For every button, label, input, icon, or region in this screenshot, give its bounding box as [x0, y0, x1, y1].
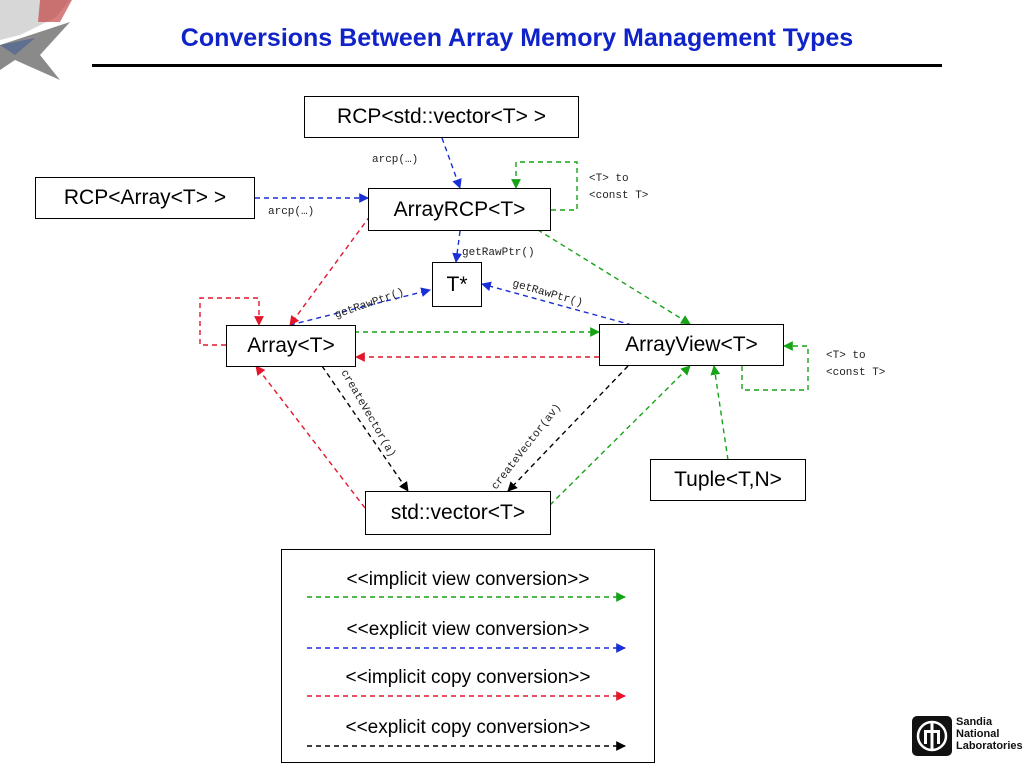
edge-arrayview-to-tptr [481, 281, 633, 326]
edge-arrayrcp-to-array [289, 215, 371, 326]
label-getrawptr-array: getRawPtr() [333, 287, 406, 322]
edge-rcpvector-to-arrayrcp [441, 137, 462, 189]
sandia-logo-text: Sandia National Laboratories [956, 716, 1023, 752]
edge-stdvector-to-array [255, 365, 366, 509]
legend-lines [307, 592, 626, 751]
edge-arrayrcp-to-tptr [452, 230, 462, 263]
label-arcp-vector: arcp(…) [372, 154, 418, 166]
edge-array-to-stdvector [321, 365, 409, 492]
edge-tuple-to-arrayview [710, 365, 729, 461]
node-array: Array<T> [226, 325, 356, 367]
node-array-rcp: ArrayRCP<T> [368, 188, 551, 231]
label-getrawptr-view: getRawPtr() [511, 278, 584, 310]
label-createvector-a: createVector(a) [338, 368, 398, 460]
legend-explicit-copy-label: <<explicit copy conversion>> [345, 717, 591, 738]
edge-arrayrcp-to-arrayview [529, 224, 691, 325]
logo-line3: Laboratories [956, 740, 1023, 752]
edge-arrayrcp-self-loop [511, 161, 578, 211]
node-std-vector: std::vector<T> [365, 491, 551, 535]
sandia-thunderbird-icon [912, 716, 952, 756]
node-rcp-vector: RCP<std::vector<T> > [304, 96, 579, 138]
arrayview-note-line2: <const T> [826, 367, 886, 379]
legend-implicit-view-label: <<implicit view conversion>> [346, 569, 590, 590]
label-arcp-array: arcp(…) [268, 206, 314, 218]
edge-stdvector-to-arrayview [549, 365, 691, 506]
edge-array-to-tptr [289, 287, 431, 326]
label-getrawptr-rcp: getRawPtr() [462, 247, 535, 259]
edge-array-self-loop [199, 297, 264, 346]
node-array-view: ArrayView<T> [599, 324, 784, 366]
label-createvector-av: createVector(av) [490, 402, 564, 493]
legend-explicit-view-label: <<explicit view conversion>> [346, 619, 590, 640]
title-rule [92, 64, 942, 67]
sandia-logo: Sandia National Laboratories [912, 716, 1023, 758]
arrayrcp-note-line2: <const T> [589, 190, 649, 202]
arrayrcp-const-note: <T> to <const T> [589, 171, 648, 205]
corner-star-graphic [0, 0, 72, 80]
node-t-ptr: T* [432, 262, 482, 307]
arrayview-note-line1: <T> to [826, 350, 866, 362]
node-tuple: Tuple<T,N> [650, 459, 806, 501]
legend-box: <<implicit view conversion>> <<explicit … [281, 549, 655, 763]
logo-line1: Sandia [956, 716, 993, 728]
arrayview-const-note: <T> to <const T> [826, 348, 885, 382]
node-rcp-array: RCP<Array<T> > [35, 177, 255, 219]
edge-arrayview-self-loop [741, 341, 809, 391]
edge-arrayview-to-stdvector [507, 365, 629, 492]
logo-line2: National [956, 728, 1000, 740]
arrayrcp-note-line1: <T> to [589, 173, 629, 185]
page-title: Conversions Between Array Memory Managem… [180, 24, 854, 52]
legend-implicit-copy-label: <<implicit copy conversion>> [345, 667, 591, 688]
